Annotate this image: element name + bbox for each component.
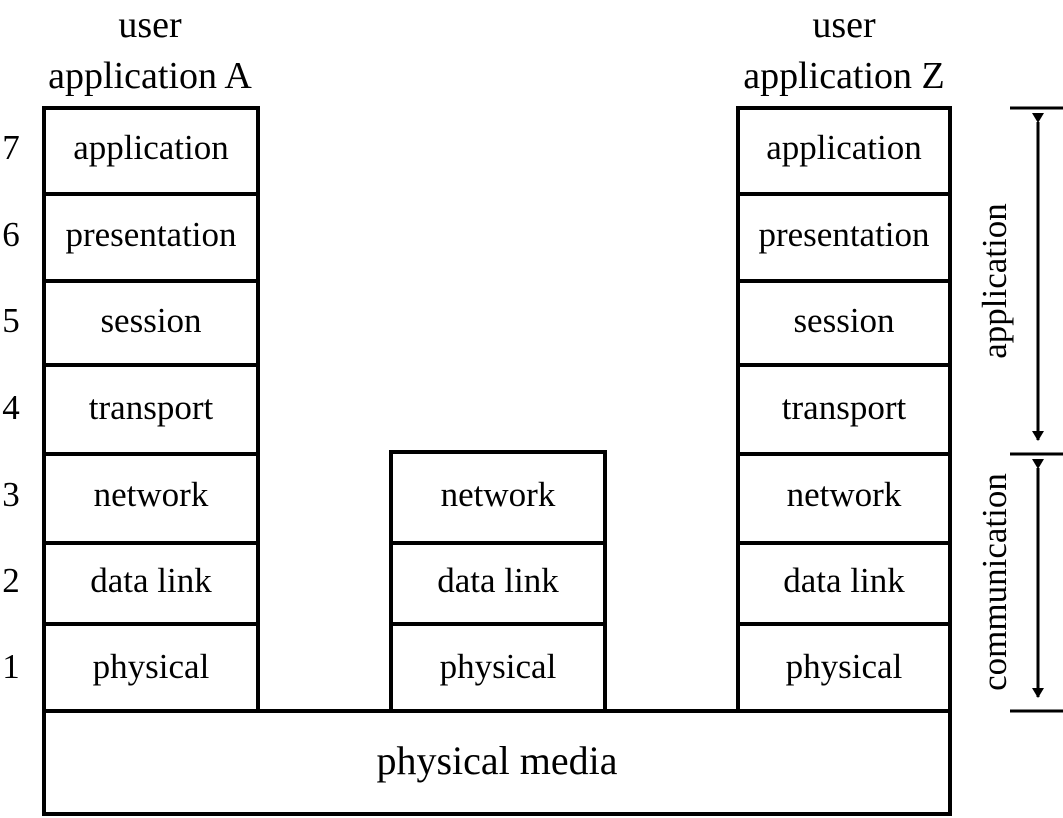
physical-media-label: physical media (376, 738, 617, 783)
stack-a-layer-session: session (42, 279, 260, 367)
stack-z-layer-label: transport (782, 388, 907, 427)
layer-number: 7 (2, 128, 20, 167)
stack-z-layer-presentation: presentation (736, 192, 952, 283)
stack-a-layer-physical: physical (42, 622, 260, 713)
stack-a-heading-line2: application A (48, 55, 252, 97)
relay-layer-physical: physical (389, 622, 607, 713)
stack-a-layer-transport: transport (42, 363, 260, 456)
layer-numbers: 7 6 5 4 3 2 1 (2, 128, 20, 686)
stack-a-layer-presentation: presentation (42, 192, 260, 283)
relay-stack: network data link physical (389, 450, 607, 713)
stack-z-layer-label: application (766, 128, 922, 167)
stack-z-layer-label: network (787, 475, 902, 514)
stack-a-layer-label: session (100, 301, 201, 340)
stack-a-layer-label: transport (89, 388, 214, 427)
stack-z-layer-network: network (736, 452, 952, 545)
relay-layer-label: physical (440, 647, 557, 686)
stack-z-heading-line1: user (812, 4, 876, 46)
stack-z-layer-application: application (736, 106, 952, 196)
stack-a-layer-label: network (94, 475, 209, 514)
stack-z-layer-data-link: data link (736, 541, 952, 626)
layer-number: 3 (2, 475, 20, 514)
stack-z-layer-label: session (793, 301, 894, 340)
stack-a-layer-label: presentation (65, 215, 236, 254)
relay-layer-network: network (389, 450, 607, 545)
stack-z-layer-session: session (736, 279, 952, 367)
relay-layer-label: network (441, 475, 556, 514)
layer-number: 1 (2, 647, 20, 686)
stack-a-layer-data-link: data link (42, 541, 260, 626)
layer-number: 4 (2, 388, 20, 427)
stack-z-heading-line2: application Z (743, 55, 945, 97)
relay-layer-data-link: data link (389, 541, 607, 626)
stack-a-layer-network: network (42, 452, 260, 545)
stack-z-layer-physical: physical (736, 622, 952, 713)
stack-a: user application A application presentat… (42, 4, 260, 713)
stack-z-layer-label: physical (786, 647, 903, 686)
stack-z-layer-label: presentation (758, 215, 929, 254)
application-bracket-label: application (975, 203, 1014, 359)
layer-number: 6 (2, 215, 20, 254)
layer-number: 5 (2, 301, 20, 340)
stack-a-heading-line1: user (118, 4, 182, 46)
stack-z: user application Z application presentat… (736, 4, 952, 713)
stack-a-layer-label: application (73, 128, 229, 167)
stack-z-layer-label: data link (783, 561, 905, 600)
stack-z-layer-transport: transport (736, 363, 952, 456)
layer-number: 2 (2, 561, 20, 600)
physical-media: physical media (42, 709, 952, 816)
stack-a-layer-label: data link (90, 561, 212, 600)
stack-a-layer-label: physical (93, 647, 210, 686)
relay-layer-label: data link (437, 561, 559, 600)
bracket-group: application communication (975, 106, 1063, 713)
communication-bracket-label: communication (975, 473, 1014, 691)
stack-a-layer-application: application (42, 106, 260, 196)
